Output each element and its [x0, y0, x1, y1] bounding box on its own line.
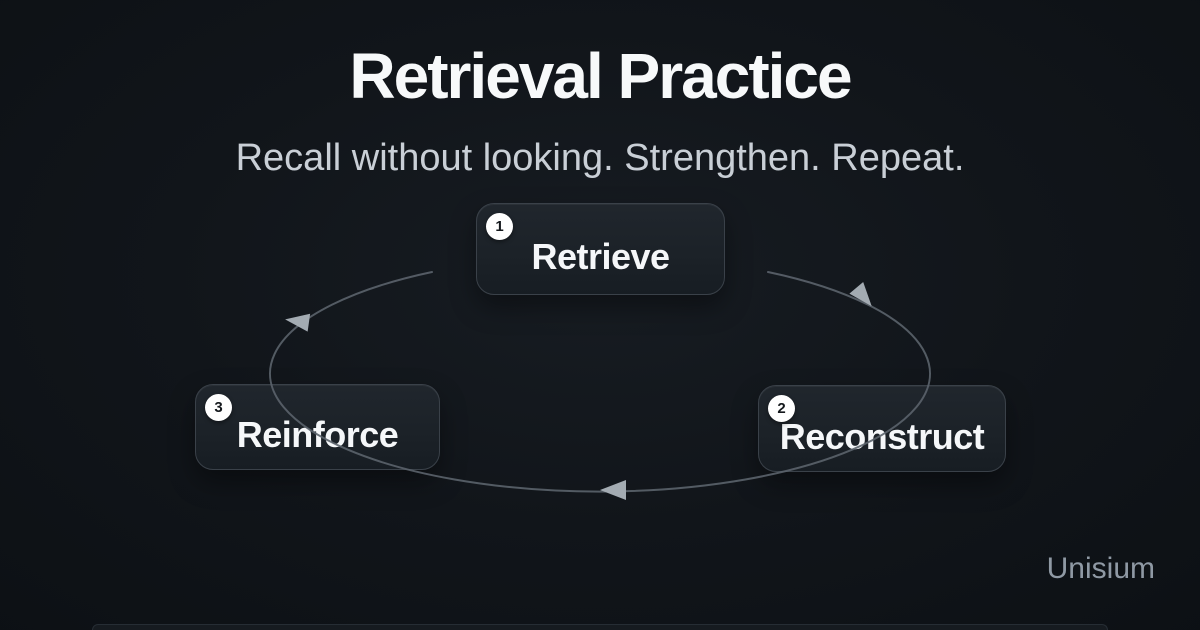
page-title: Retrieval Practice [349, 40, 852, 112]
bottom-card-edge [92, 624, 1108, 630]
step-label: Reinforce [236, 414, 399, 455]
step-label: Retrieve [531, 236, 670, 277]
step-node-reinforce: 3 Reinforce [195, 384, 440, 470]
step-node-retrieve: 1 Retrieve [476, 203, 725, 295]
arrowhead-bottom-icon [600, 480, 626, 500]
brand-watermark: Unisium [1046, 552, 1155, 585]
step-label: Reconstruct [779, 415, 985, 457]
arrowhead-right-icon [849, 282, 872, 307]
page-subtitle: Recall without looking. Strengthen. Repe… [235, 137, 965, 179]
step-number-badge: 1 [486, 213, 513, 240]
arrowhead-left-icon [285, 313, 311, 332]
step-number-badge: 3 [205, 394, 232, 421]
step-number-badge: 2 [768, 395, 795, 422]
step-node-reconstruct: 2 Reconstruct [758, 385, 1006, 472]
